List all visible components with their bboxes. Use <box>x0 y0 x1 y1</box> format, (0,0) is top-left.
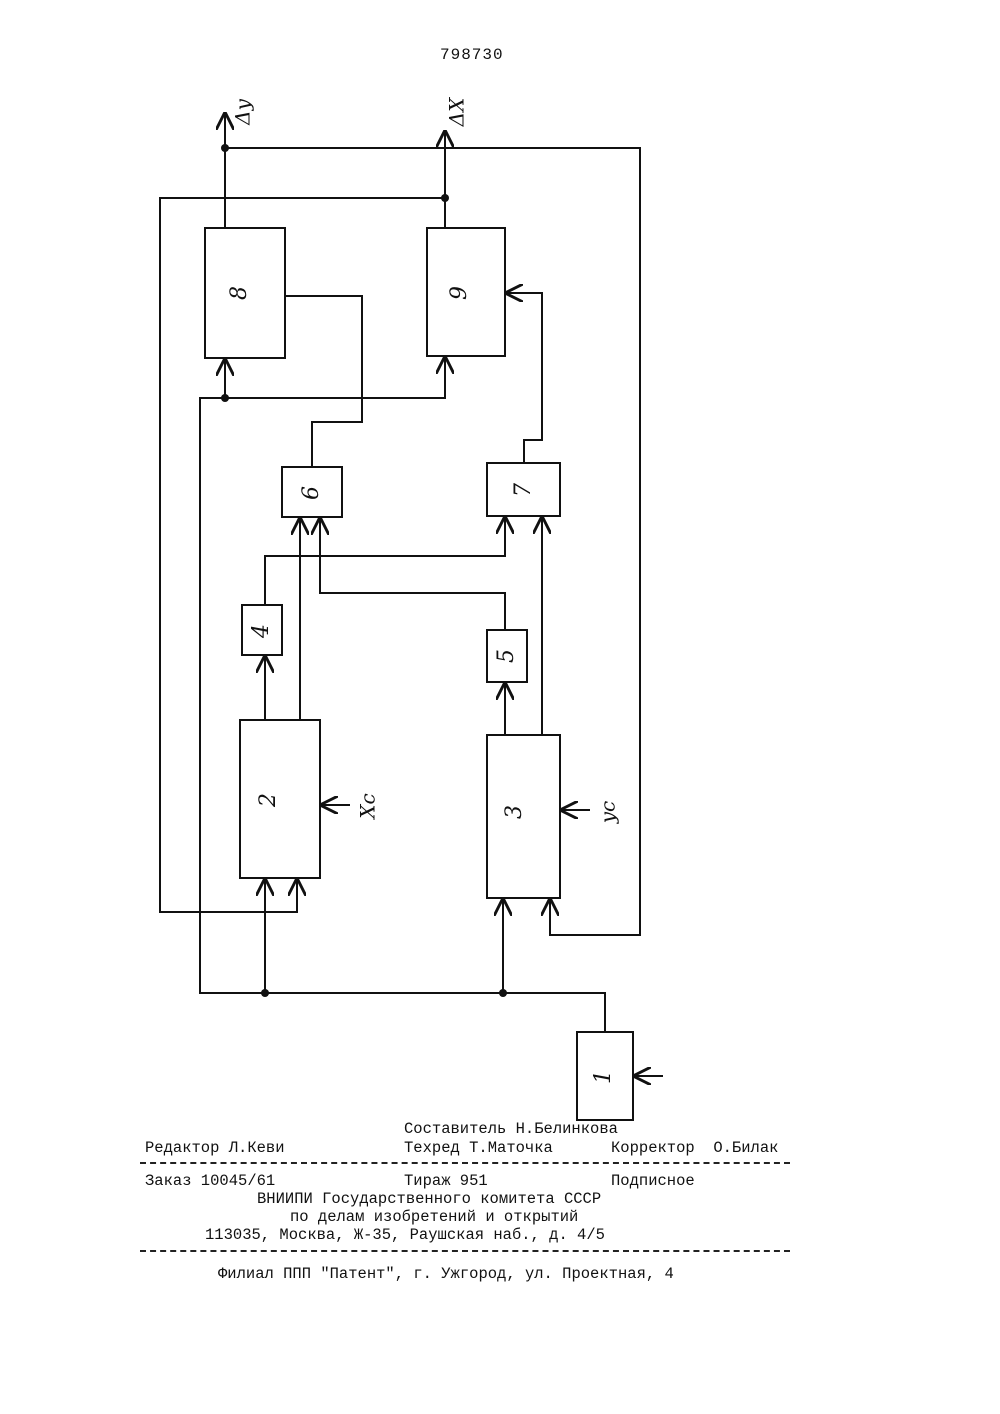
wire-7-to-9 <box>505 293 542 463</box>
divider-bottom <box>140 1250 790 1252</box>
block-3-label: 3 <box>502 805 527 819</box>
input-yc-label: yc <box>596 801 620 825</box>
editor: Редактор Л.Кеви <box>145 1139 285 1157</box>
imprint: Составитель Н.Белинкова Редактор Л.Кеви … <box>0 0 1000 234</box>
block-5-label: 5 <box>494 649 519 663</box>
org-line-2: по делам изобретений и открытий <box>290 1208 578 1226</box>
wire-5-to-6 <box>320 517 505 630</box>
input-xc-label: Xc <box>356 793 380 820</box>
corrector: Корректор О.Билак <box>611 1139 778 1157</box>
block-8-label: 8 <box>227 286 252 300</box>
block-4-label: 4 <box>249 624 274 639</box>
block-6-label: 6 <box>299 486 324 500</box>
wire-6-to-8 <box>285 296 362 467</box>
address: 113035, Москва, Ж-35, Раушская наб., д. … <box>205 1226 605 1244</box>
org-line-1: ВНИИПИ Государственного комитета СССР <box>257 1190 601 1208</box>
wire-dy-feedback <box>225 148 640 935</box>
subscription: Подписное <box>611 1172 695 1190</box>
block-1-label: 1 <box>591 1070 616 1084</box>
circulation: Тираж 951 <box>404 1172 488 1190</box>
block-9-label: 9 <box>447 286 472 300</box>
techred: Техред Т.Маточка <box>404 1139 553 1157</box>
block-2-label: 2 <box>256 793 281 808</box>
branch: Филиал ППП "Патент", г. Ужгород, ул. Про… <box>218 1265 674 1283</box>
wire-block1-bus <box>200 356 605 1032</box>
divider-top <box>140 1162 790 1164</box>
order: Заказ 10045/61 <box>145 1172 275 1190</box>
compiler: Составитель Н.Белинкова <box>404 1120 618 1138</box>
block-7-label: 7 <box>511 483 536 497</box>
